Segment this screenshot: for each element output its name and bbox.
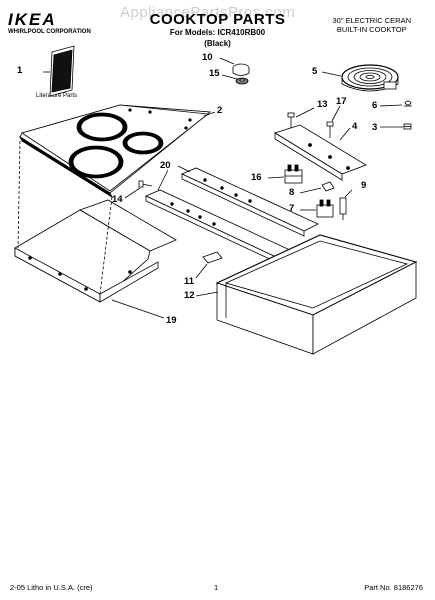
callout-12: 12 <box>184 290 195 301</box>
brand-logo: IKEA <box>8 10 57 29</box>
clip-part[interactable] <box>404 100 412 107</box>
mounting-screw-part[interactable] <box>138 180 153 188</box>
terminal-block-part[interactable] <box>321 181 335 192</box>
footer-page-number: 1 <box>214 583 219 592</box>
product-description: 30" ELECTRIC CERAN BUILT-IN COOKTOP <box>332 16 411 34</box>
radiant-element-part[interactable] <box>341 64 399 92</box>
callout-10: 10 <box>202 52 213 63</box>
bracket-screw-2-part[interactable] <box>326 121 334 138</box>
knob-part[interactable] <box>232 63 250 76</box>
footer-litho: 2-05 Litho in U.S.A. (cre) <box>10 583 93 592</box>
screw-part[interactable] <box>403 123 412 130</box>
washer-part[interactable] <box>235 77 249 85</box>
page-title: COOKTOP PARTS <box>149 11 286 28</box>
literature-parts-label: Literature Parts <box>36 93 78 99</box>
model-color: (Black) <box>204 39 231 48</box>
callout-9: 9 <box>361 180 367 191</box>
glass-cooktop-part[interactable] <box>19 104 212 199</box>
callout-20: 20 <box>160 160 171 171</box>
literature-booklet-part[interactable] <box>49 45 75 97</box>
callout-1: 1 <box>17 65 23 76</box>
callout-4: 4 <box>352 121 358 132</box>
corporation-label: WHIRLPOOL CORPORATION <box>8 29 91 35</box>
model-number: For Models: ICR410RB00 <box>169 28 266 37</box>
callout-7: 7 <box>289 203 295 214</box>
limiter-part[interactable] <box>339 197 347 220</box>
callout-3: 3 <box>372 122 378 133</box>
callout-5: 5 <box>312 66 318 77</box>
bracket-screw-part[interactable] <box>287 112 295 128</box>
callout-16: 16 <box>251 172 262 183</box>
callout-13: 13 <box>317 99 328 110</box>
callout-8: 8 <box>289 187 295 198</box>
burner-bracket-part[interactable] <box>274 124 367 181</box>
description-line-1: 30" ELECTRIC CERAN <box>332 16 411 25</box>
rail-clip-part[interactable] <box>202 251 223 264</box>
callout-2: 2 <box>217 105 223 116</box>
callout-15: 15 <box>209 68 220 79</box>
callout-19: 19 <box>166 315 177 326</box>
callout-17: 17 <box>336 96 347 107</box>
callout-6: 6 <box>372 100 378 111</box>
watermark-text: AppliancePartsPros.com <box>120 4 296 21</box>
footer-part-number: Part No. 8186276 <box>364 583 423 592</box>
infinite-switch-part[interactable] <box>284 164 303 184</box>
switch-part[interactable] <box>316 199 334 218</box>
callout-14: 14 <box>112 194 123 205</box>
description-line-2: BUILT-IN COOKTOP <box>336 25 407 34</box>
support-rail-part[interactable] <box>145 167 319 263</box>
callout-11: 11 <box>184 276 195 287</box>
support-frame-part[interactable] <box>14 199 177 303</box>
burner-box-part[interactable] <box>215 234 418 355</box>
